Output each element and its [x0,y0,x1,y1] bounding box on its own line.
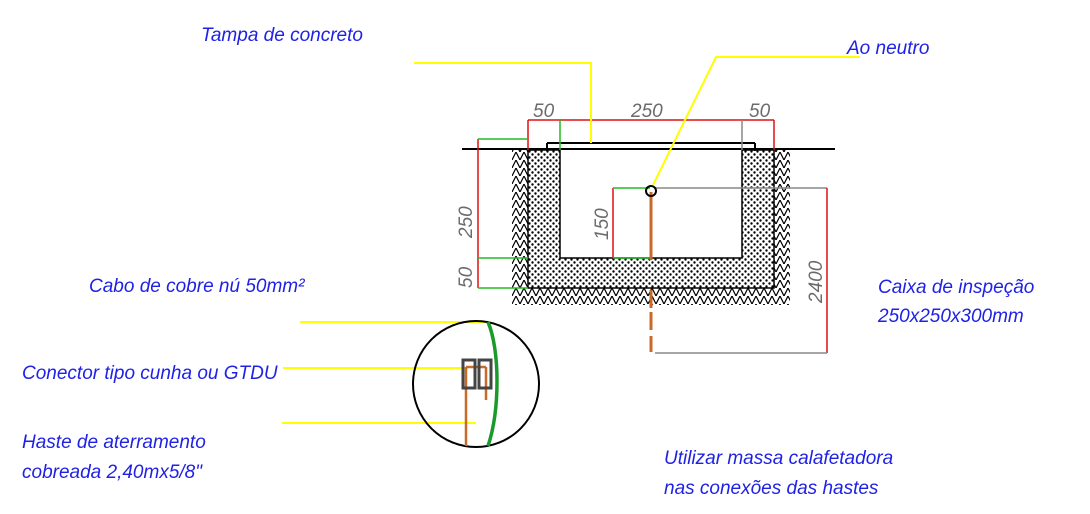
note-line2: nas conexões das hastes [664,478,879,499]
label-cabo: Cabo de cobre nú 50mm² [89,276,305,297]
dim-top-mid: 250 [630,101,663,122]
left-dimension-lines [477,138,528,289]
note-line1: Utilizar massa calafetadora [664,448,893,469]
dim-top-left: 50 [533,101,555,122]
label-conector: Conector tipo cunha ou GTDU [22,363,278,384]
dim-top-right: 50 [749,101,771,122]
label-haste-line1: Haste de aterramento [22,432,206,453]
label-ao-neutro: Ao neutro [846,38,929,59]
leader-lines [282,56,860,424]
inner-dimension-lines [612,187,650,259]
dim-left-lower: 50 [456,266,477,288]
connector-detail [412,320,540,448]
label-caixa-line1: Caixa de inspeção [878,277,1034,298]
label-caixa-line2: 250x250x300mm [877,306,1024,327]
dim-rod-length: 2400 [806,260,827,304]
rod-dimension-lines [655,187,828,354]
label-haste-line2: cobreada 2,40mx5/8" [22,462,203,483]
dim-inner: 150 [592,208,613,240]
neutral-connection-circle [645,185,657,197]
concrete-lid [546,142,756,151]
top-dimension-lines [527,119,775,150]
dim-left-upper: 250 [456,206,477,239]
label-tampa: Tampa de concreto [201,25,363,46]
